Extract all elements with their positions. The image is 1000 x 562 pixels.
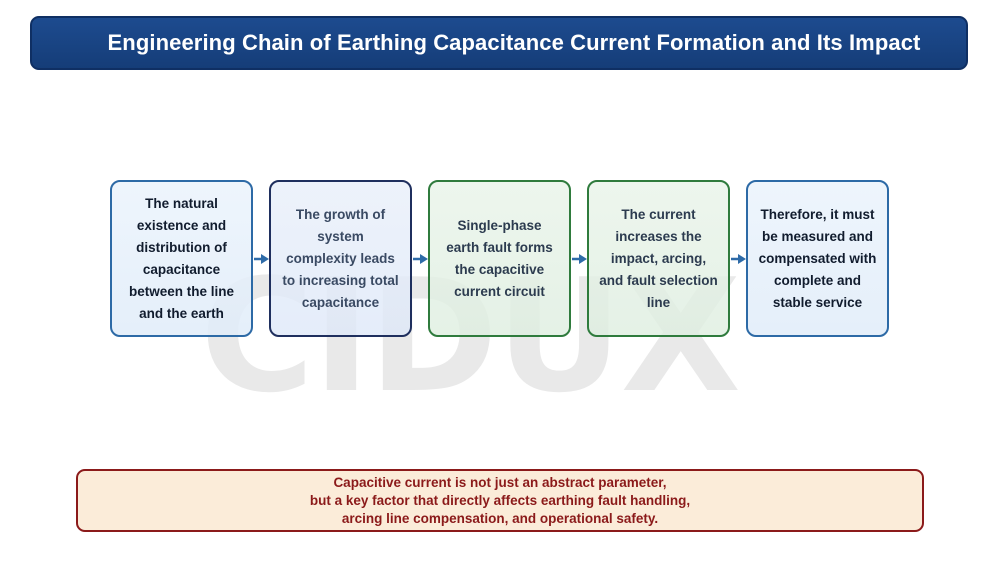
flow-step-2: The growth of system complexity leads to…	[269, 180, 412, 337]
flow-step-4: The current increases the impact, arcing…	[587, 180, 730, 337]
flow-step-4-text: The current increases the impact, arcing…	[599, 206, 718, 310]
note-line-1: Capacitive current is not just an abstra…	[333, 474, 667, 490]
flow-step-3: Single-phase earth fault forms the capac…	[428, 180, 571, 337]
conclusion-note: Capacitive current is not just an abstra…	[76, 469, 924, 532]
title-banner: Engineering Chain of Earthing Capacitanc…	[30, 16, 968, 70]
flow-step-2-text: The growth of system complexity leads to…	[282, 206, 399, 310]
note-line-3: arcing line compensation, and operationa…	[341, 510, 659, 526]
arrow-right-icon	[572, 254, 587, 264]
flow-step-1-text: The natural existence and distribution o…	[128, 195, 235, 321]
note-line-2: but a key factor that directly affects e…	[309, 492, 691, 508]
flow-step-3-text: Single-phase earth fault forms the capac…	[446, 217, 553, 299]
arrow-right-icon	[413, 254, 428, 264]
arrow-right-icon	[731, 254, 746, 264]
flow-step-5-text: Therefore, it must be measured and compe…	[758, 206, 877, 310]
flow-step-1: The natural existence and distribution o…	[110, 180, 253, 337]
arrow-right-icon	[254, 254, 269, 264]
page-title: Engineering Chain of Earthing Capacitanc…	[107, 30, 921, 55]
flow-step-5: Therefore, it must be measured and compe…	[746, 180, 889, 337]
